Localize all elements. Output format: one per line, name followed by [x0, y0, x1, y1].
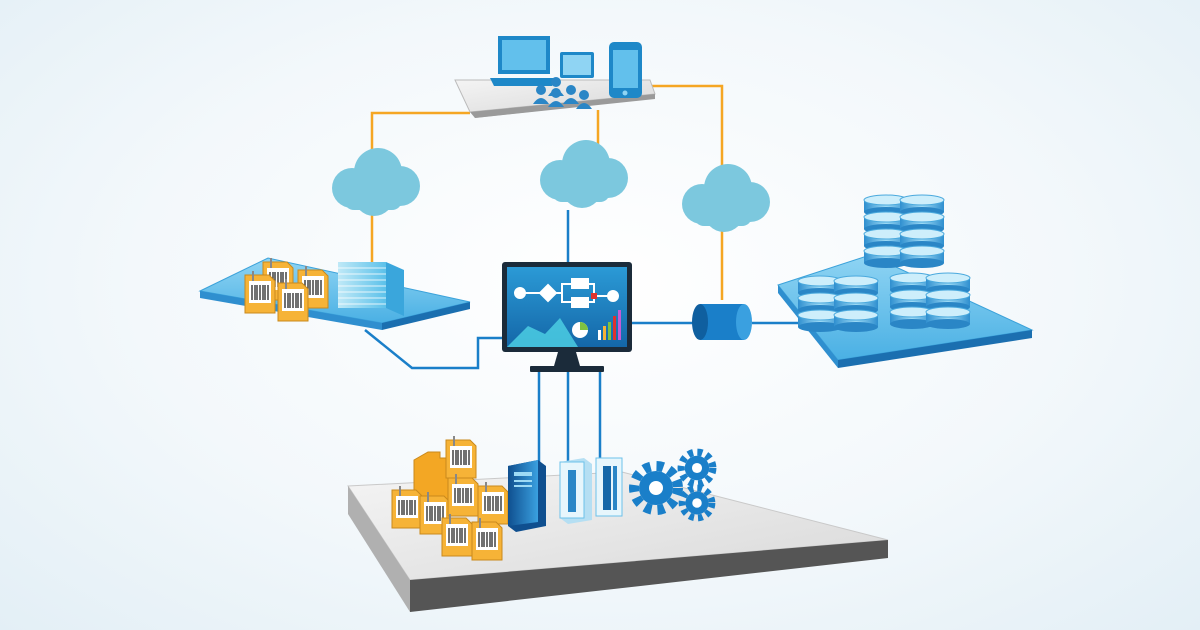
workflow-chart-icon [514, 278, 619, 308]
database-platform [777, 194, 1034, 368]
cloud-links [370, 84, 724, 300]
tablet-icon [560, 52, 594, 78]
server-icon [508, 460, 546, 532]
server-icon [595, 457, 623, 517]
cloud-icon [682, 164, 770, 232]
storage-connector-icon [692, 304, 752, 340]
laptop-icon [490, 36, 556, 86]
area-chart-icon [507, 318, 578, 347]
bar-chart-icon [598, 310, 621, 340]
cloud-icon [332, 148, 420, 216]
processing-platform [347, 435, 889, 612]
devices-platform [454, 36, 656, 118]
paper-stack-icon [338, 262, 404, 316]
smartphone-icon [609, 42, 642, 98]
cloud-icon [540, 140, 628, 208]
workflow-monitor [502, 262, 632, 372]
users-group-icon [533, 77, 592, 109]
gear-icon [681, 452, 713, 484]
documents-platform [198, 257, 471, 330]
pie-chart-icon [572, 322, 588, 338]
data-links [364, 210, 800, 468]
server-icon [559, 458, 592, 524]
